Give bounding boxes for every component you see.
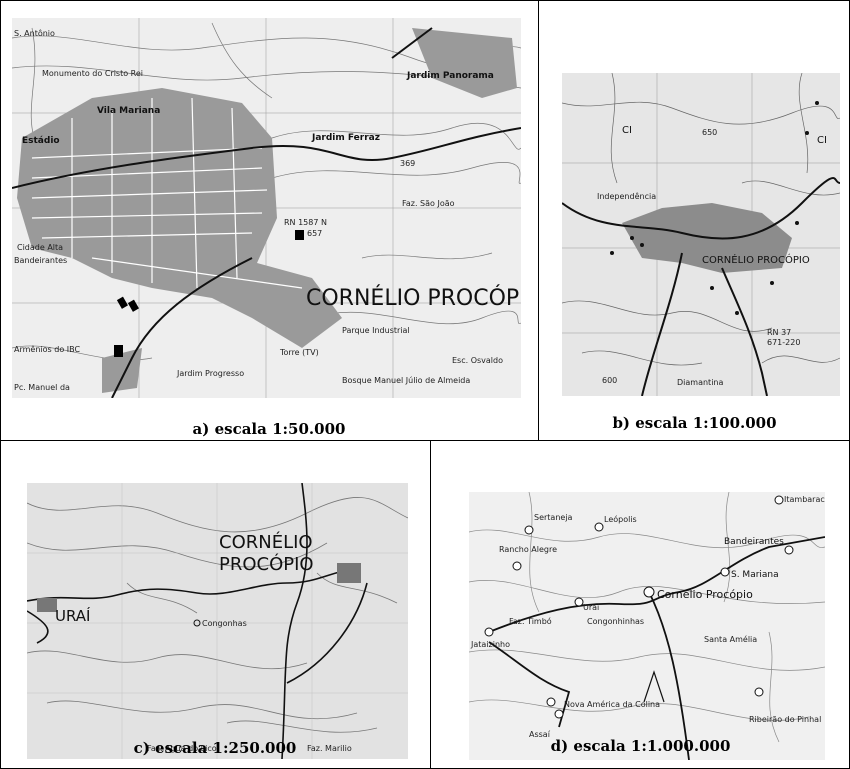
caption-d: d) escala 1:1.000.000 (550, 737, 731, 755)
place-label: Assaí (529, 730, 551, 739)
place-label: Torre (TV) (279, 348, 319, 357)
place-label: Armênios do IBC (14, 344, 80, 354)
place-label: Independência (597, 191, 656, 201)
divider-mid (0, 440, 850, 441)
divider-bottom (430, 440, 431, 769)
place-label: Uraí (583, 603, 600, 612)
place-label: Monumento do Cristo Rei (42, 69, 143, 78)
map-a-svg: CORNÉLIO PROCÓPIO S. Antônio Monumento d… (12, 18, 521, 398)
city-label: URAÍ (55, 606, 90, 625)
elevation-label: 600 (602, 376, 617, 385)
map-scale-1-100000: CORNÉLIO PROCÓPIO Independência Diamanti… (562, 73, 840, 396)
place-label: S. Mariana (731, 570, 779, 580)
place-label: Jardim Panorama (406, 71, 494, 81)
caption-a: a) escala 1:50.000 (192, 420, 346, 438)
place-label: Faz. São João (402, 199, 455, 208)
place-label: Cidade Alta (17, 243, 63, 252)
panel-a: CORNÉLIO PROCÓPIO S. Antônio Monumento d… (0, 0, 538, 440)
place-label: Bosque Manuel Júlio de Almeida (342, 376, 470, 385)
elevation-label: 657 (307, 229, 322, 238)
place-label: Nova América da Colina (564, 699, 660, 709)
map-scale-1-250000: CORNÉLIO PROCÓPIO URAÍ Congonhas Faz. Ag… (27, 483, 408, 759)
map-scale-1-50000: CORNÉLIO PROCÓPIO S. Antônio Monumento d… (12, 18, 521, 398)
elevation-label: 650 (702, 128, 717, 137)
place-label: Bandeirantes (724, 537, 784, 547)
map-c-svg: CORNÉLIO PROCÓPIO URAÍ Congonhas Faz. Ag… (27, 483, 408, 759)
place-label: Jardim Progresso (176, 369, 244, 378)
place-label: Parque Industrial (342, 326, 410, 335)
area-label: CI (817, 135, 827, 146)
place-label: Faz. Timbó (509, 616, 552, 626)
peak-symbol (643, 670, 665, 703)
panel-d: Cornélio Procópio Sertaneja Leópolis Ita… (431, 441, 850, 769)
place-label: Esc. Osvaldo (452, 356, 503, 365)
benchmark-label: 671-220 (767, 338, 800, 347)
map-d-svg: Cornélio Procópio Sertaneja Leópolis Ita… (469, 492, 825, 760)
city-label: Cornélio Procópio (657, 588, 753, 601)
place-label: Faz. Agua do Lico (147, 744, 217, 753)
place-label: Vila Mariana (97, 106, 160, 116)
place-label: Ribeirão do Pinhal (749, 715, 821, 724)
city-label: CORNÉLIO PROCÓPIO (306, 285, 521, 311)
place-label: Jataizinho (470, 640, 510, 649)
benchmark-label: RN 1587 N (284, 218, 327, 227)
place-label: Congonhinhas (587, 617, 644, 626)
place-label: Congonhas (202, 619, 247, 628)
place-label: Jardim Ferraz (311, 133, 380, 143)
place-label: Santa Amélia (704, 634, 757, 644)
urban-area (17, 28, 517, 393)
city-label: CORNÉLIO PROCÓPIO (702, 253, 810, 266)
panel-c: CORNÉLIO PROCÓPIO URAÍ Congonhas Faz. Ag… (0, 441, 430, 769)
road-number-label: 369 (400, 159, 415, 168)
map-scale-1-1000000: Cornélio Procópio Sertaneja Leópolis Ita… (469, 492, 825, 760)
place-label: Rancho Alegre (499, 545, 557, 554)
panel-b: CORNÉLIO PROCÓPIO Independência Diamanti… (539, 0, 850, 440)
place-label: Sertaneja (534, 513, 573, 522)
place-label: Bandeirantes (14, 256, 67, 265)
place-label: Pc. Manuel da (14, 383, 70, 392)
caption-b: b) escala 1:100.000 (612, 414, 777, 432)
place-label: Diamantina (677, 378, 723, 387)
place-label: Itambaracá (784, 495, 825, 504)
city-label: CORNÉLIO (219, 531, 313, 553)
benchmark-label: RN 37 (767, 328, 791, 337)
divider-top (538, 0, 539, 441)
place-label: Faz. Marilio (307, 744, 352, 753)
area-label: CI (622, 125, 632, 136)
place-label: Estádio (22, 136, 60, 146)
place-label: S. Antônio (14, 28, 55, 38)
caption-c: c) escala 1:250.000 (133, 739, 297, 757)
map-b-svg: CORNÉLIO PROCÓPIO Independência Diamanti… (562, 73, 840, 396)
city-label: PROCÓPIO (219, 553, 314, 575)
place-label: Leópolis (604, 514, 637, 524)
